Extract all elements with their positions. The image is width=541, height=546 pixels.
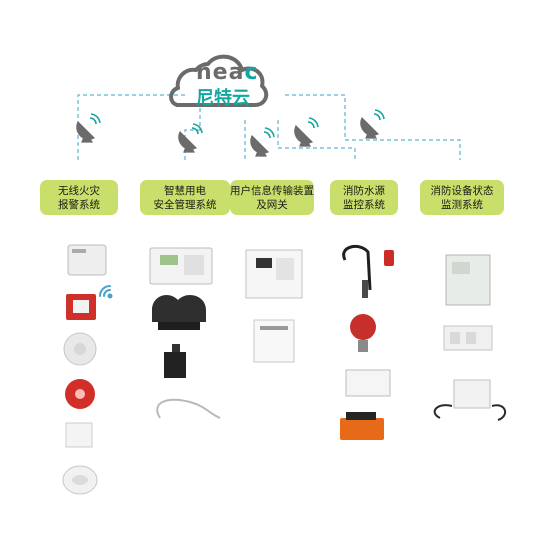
link-equipment bbox=[285, 94, 461, 160]
label-smart-power-line2: 安全管理系统 bbox=[153, 198, 217, 211]
label-equipment-monitor-line1: 消防设备状态 bbox=[430, 184, 494, 197]
logo-accent: c bbox=[244, 60, 259, 85]
temperature-probe-icon bbox=[156, 398, 221, 419]
satellite-dish-icon bbox=[360, 109, 385, 139]
equipment-devices bbox=[433, 254, 507, 421]
label-equipment-monitor-line2: 监测系统 bbox=[441, 198, 483, 211]
status-sensor-icon bbox=[453, 379, 491, 409]
junction-box-icon bbox=[345, 369, 391, 397]
label-equipment-monitor: 消防设备状态 监测系统 bbox=[420, 180, 504, 215]
pressure-gauge-icon bbox=[350, 314, 376, 340]
label-water-monitor-line1: 消防水源 bbox=[343, 184, 385, 197]
link-water bbox=[277, 120, 356, 160]
label-fire-alarm-line2: 报警系统 bbox=[58, 198, 100, 211]
label-smart-power-line1: 智慧用电 bbox=[164, 184, 206, 197]
water-devices bbox=[340, 244, 394, 440]
logo-latin: nea bbox=[196, 60, 245, 85]
module-box-icon bbox=[65, 422, 93, 448]
wifi-icon bbox=[99, 285, 113, 299]
label-water-monitor: 消防水源 监控系统 bbox=[330, 180, 398, 215]
sensor-clamp-icon bbox=[164, 352, 186, 378]
label-water-monitor-line2: 监控系统 bbox=[343, 198, 385, 211]
current-transformer-icon bbox=[152, 295, 206, 322]
rtu-unit-icon bbox=[340, 418, 384, 440]
label-transmission: 用户信息传输装置 及网关 bbox=[230, 180, 314, 215]
satellite-dish-icon bbox=[250, 127, 275, 157]
satellite-dish-icon bbox=[178, 123, 203, 153]
satellite-dish-icon bbox=[294, 117, 319, 147]
fire-devices bbox=[62, 244, 107, 495]
label-fire-alarm: 无线火灾 报警系统 bbox=[40, 180, 118, 215]
satellite-dish-icon bbox=[76, 113, 101, 143]
label-smart-power: 智慧用电 安全管理系统 bbox=[140, 180, 230, 215]
link-fire bbox=[77, 94, 185, 160]
transmission-devices bbox=[245, 249, 303, 363]
logo-chinese: 尼特云 bbox=[196, 88, 250, 109]
cloud-logo-icon bbox=[169, 54, 269, 107]
power-devices bbox=[149, 247, 221, 419]
logo-wordmark: neac bbox=[196, 60, 258, 85]
level-sensor-icon bbox=[342, 244, 372, 291]
label-fire-alarm-line1: 无线火灾 bbox=[58, 184, 100, 197]
label-transmission-line2: 及网关 bbox=[256, 198, 288, 211]
label-transmission-line1: 用户信息传输装置 bbox=[230, 184, 314, 197]
